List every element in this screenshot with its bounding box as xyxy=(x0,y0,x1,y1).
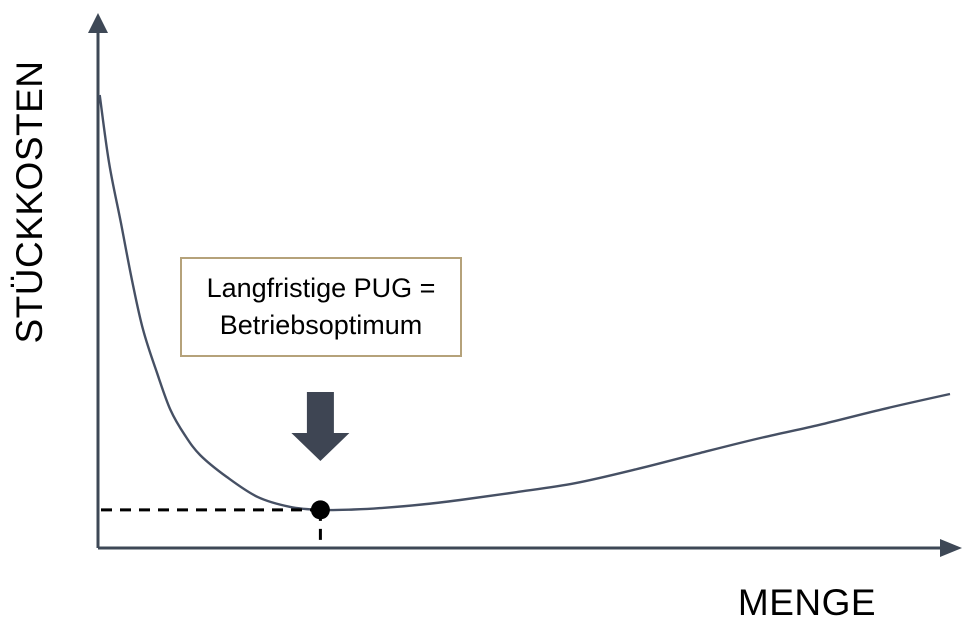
annotation-box: Langfristige PUG = Betriebsoptimum xyxy=(180,257,462,357)
y-axis-arrowhead-icon xyxy=(88,13,108,33)
minimum-point-marker xyxy=(310,500,330,520)
annotation-line-2: Betriebsoptimum xyxy=(219,310,423,340)
x-axis-arrowhead-icon xyxy=(940,539,962,557)
x-axis-label: MENGE xyxy=(737,582,877,623)
y-axis-label: STÜCKKOSTEN xyxy=(9,60,50,344)
down-arrow-icon xyxy=(291,392,350,461)
annotation-line-1: Langfristige PUG = xyxy=(206,273,436,303)
